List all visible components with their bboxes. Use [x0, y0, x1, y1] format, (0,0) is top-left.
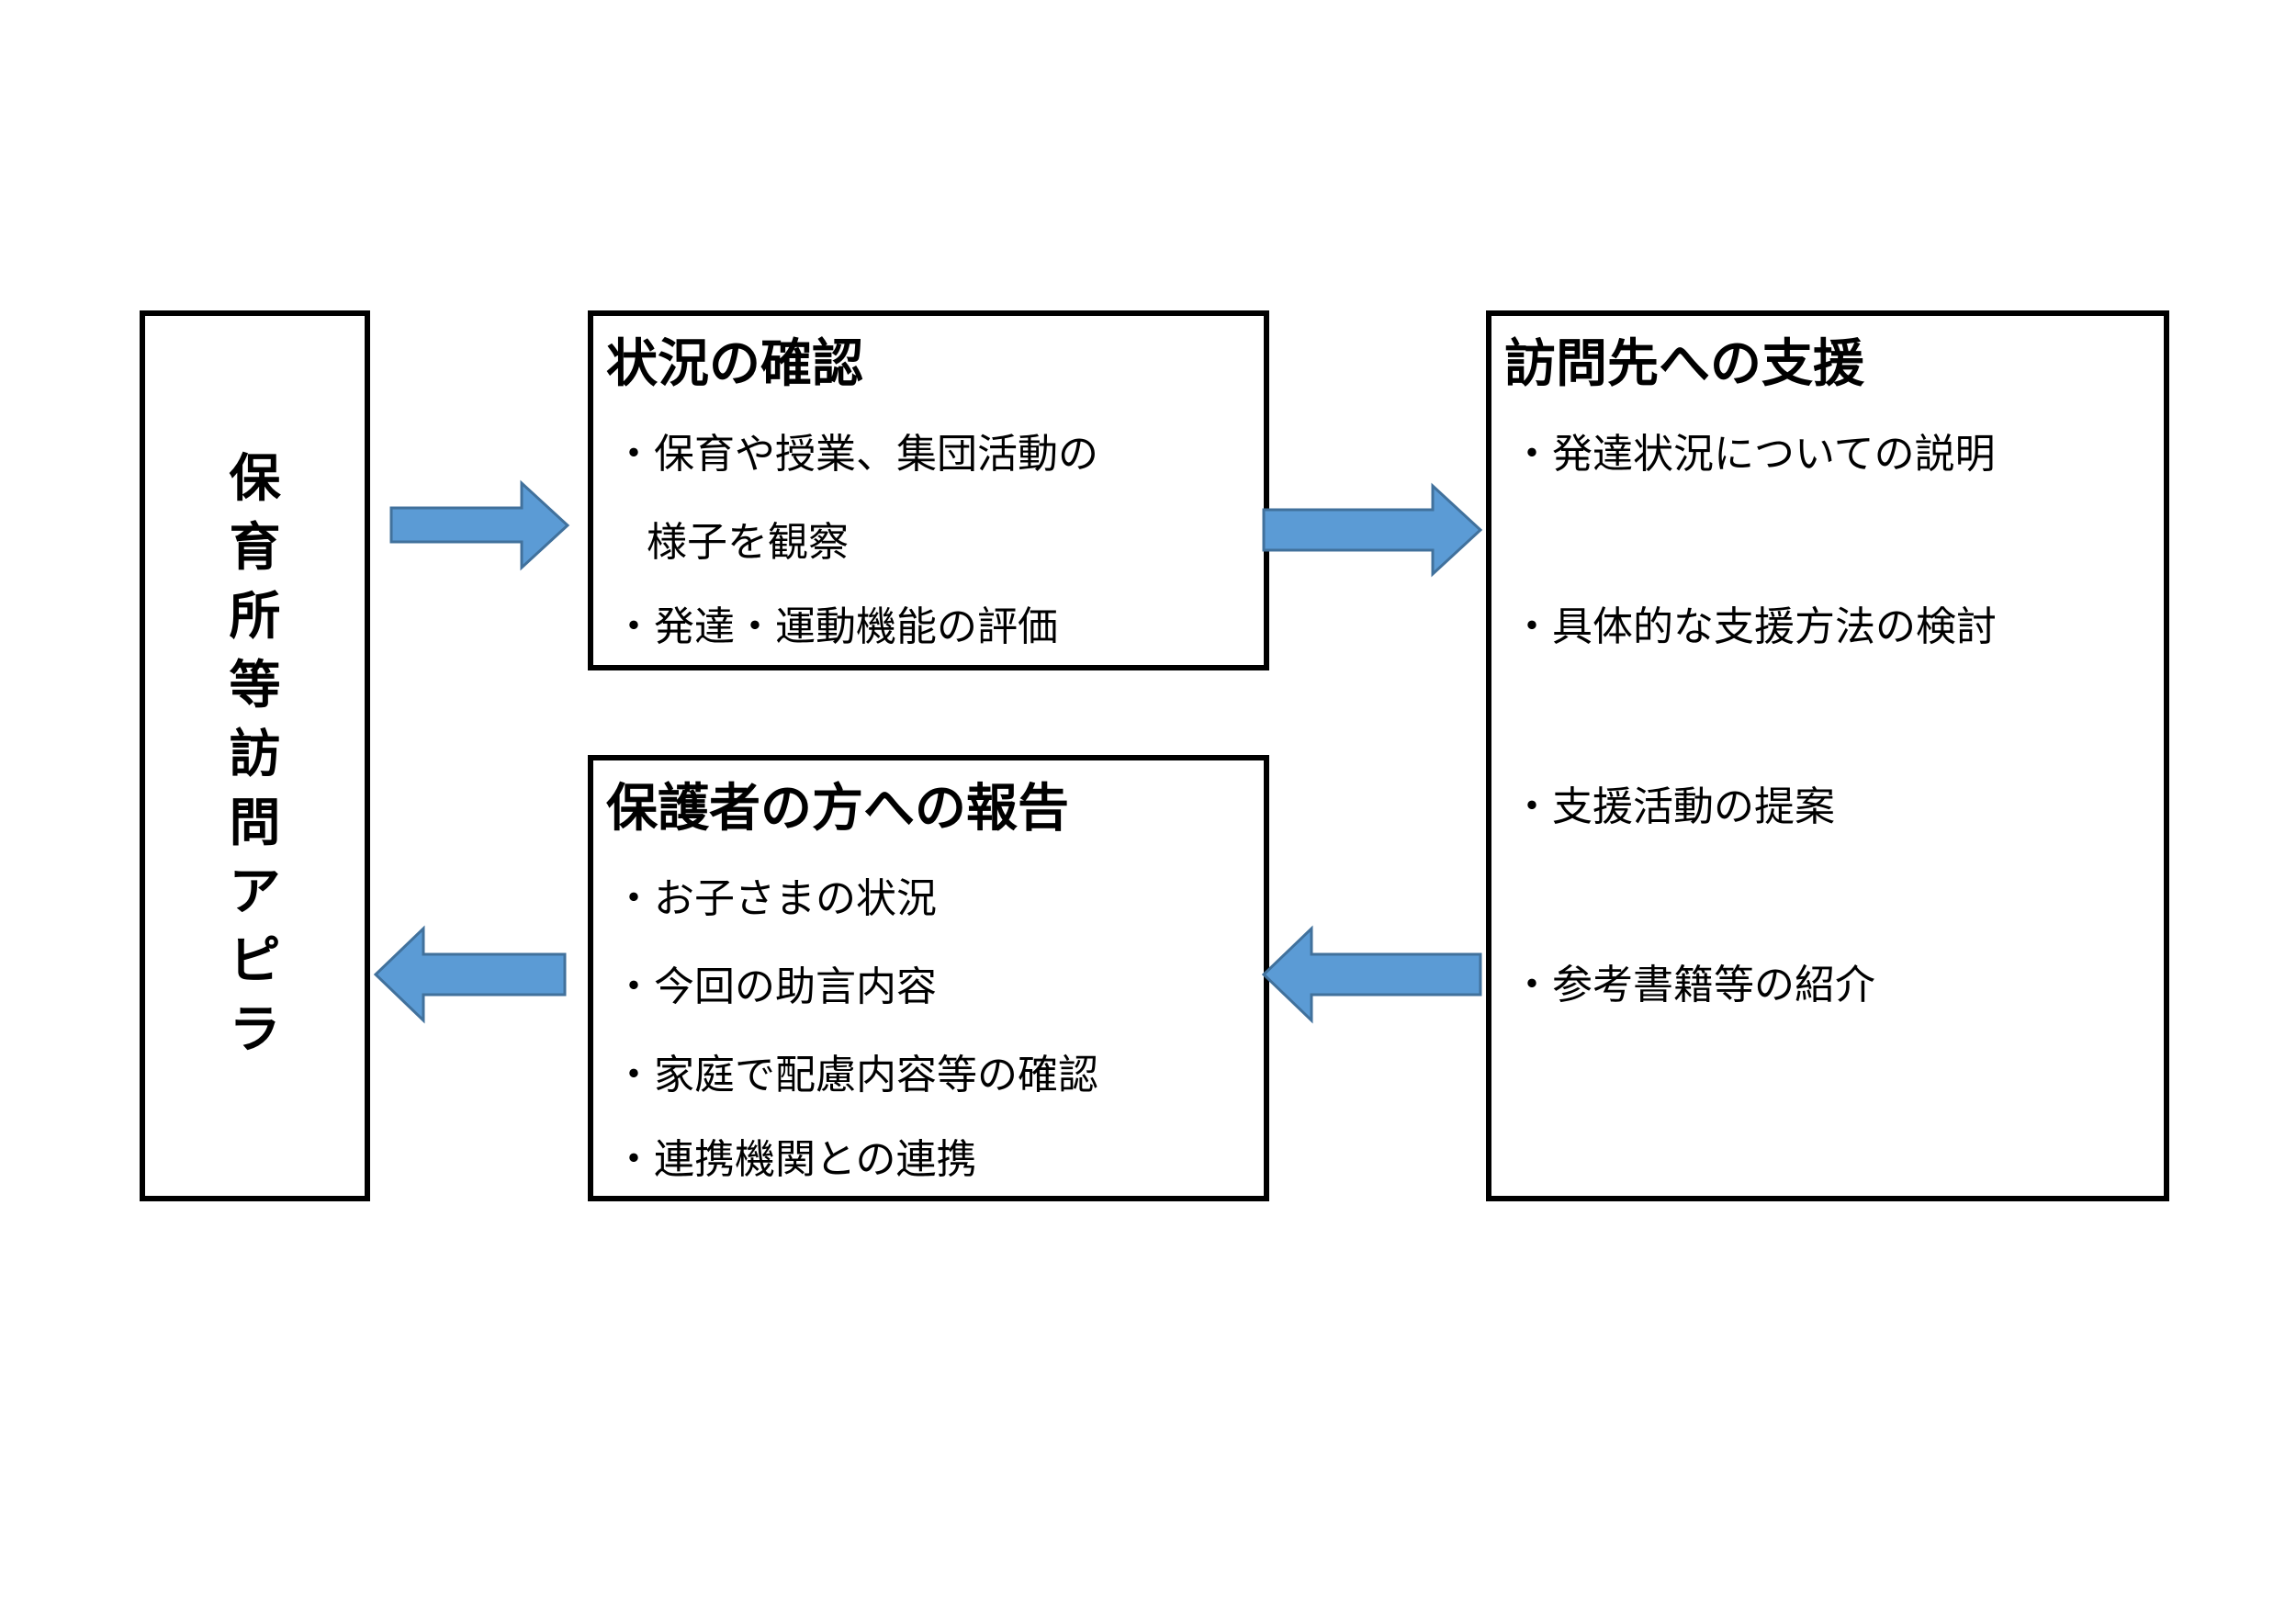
- visit-support-item: ・発達状況についての説明: [1512, 431, 1996, 478]
- vertical-title-char: 育: [229, 518, 281, 578]
- vertical-title-char: 問: [229, 794, 281, 853]
- parent-report-item: ・家庭で配慮内容等の確認: [613, 1052, 1098, 1098]
- arrow-right-icon: [1262, 482, 1483, 578]
- visit-support-item: ・支援活動の提案: [1512, 783, 1835, 830]
- status-check-item: ・保育や授業、集団活動の: [613, 431, 1098, 478]
- status-check-item: 様子を観察: [647, 519, 849, 566]
- vertical-title-char: 保: [229, 449, 281, 509]
- facility-visit-box: 保育所等訪問アピラ: [140, 310, 370, 1201]
- visit-support-item: ・参考書籍等の紹介: [1512, 962, 1875, 1008]
- status-check-box: 状況の確認 ・保育や授業、集団活動の 様子を観察 ・発達・運動機能の評価: [588, 310, 1269, 670]
- vertical-title-char: 等: [229, 656, 281, 715]
- visit-support-box: 訪問先への支援 ・発達状況についての説明 ・具体的な支援方法の検討 ・支援活動の…: [1486, 310, 2169, 1201]
- vertical-title-char: ラ: [229, 1000, 281, 1060]
- status-check-title: 状況の確認: [606, 334, 863, 394]
- parent-report-item: ・今回の助言内容: [613, 963, 937, 1010]
- vertical-title-char: 所: [229, 587, 281, 647]
- vertical-title-char: ピ: [229, 931, 281, 991]
- parent-report-box: 保護者の方への報告 ・お子さまの状況 ・今回の助言内容 ・家庭で配慮内容等の確認…: [588, 755, 1269, 1201]
- visit-support-item: ・具体的な支援方法の検討: [1512, 603, 1997, 650]
- status-check-item: ・発達・運動機能の評価: [613, 603, 1058, 650]
- parent-report-item: ・お子さまの状況: [613, 875, 937, 922]
- vertical-title: 保育所等訪問アピラ: [145, 445, 365, 1064]
- parent-report-title: 保護者の方への報告: [606, 779, 1069, 839]
- visit-support-title: 訪問先への支援: [1504, 334, 1864, 394]
- arrow-right-icon: [389, 479, 570, 571]
- vertical-title-char: ア: [229, 862, 281, 922]
- arrow-left-icon: [373, 925, 567, 1024]
- parent-report-item: ・連携機関との連携: [613, 1136, 977, 1183]
- arrow-left-icon: [1261, 925, 1482, 1024]
- vertical-title-char: 訪: [229, 725, 281, 784]
